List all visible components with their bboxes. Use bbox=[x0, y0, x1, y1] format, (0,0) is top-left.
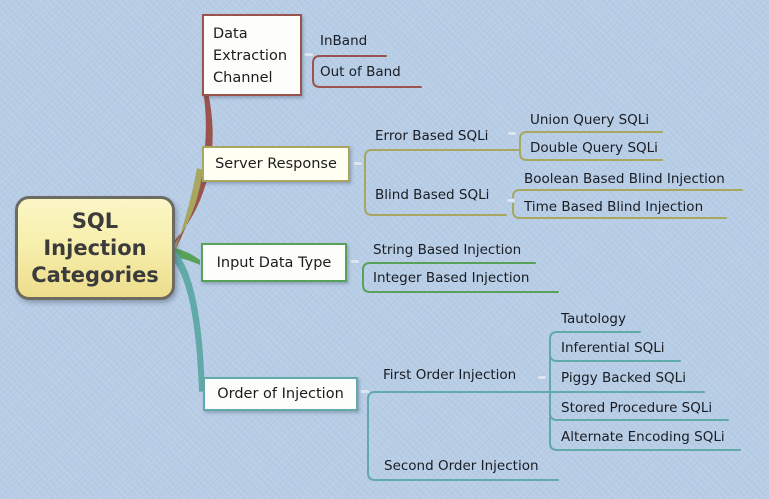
bracket-server-response-children bbox=[364, 149, 521, 216]
label-integer-based-injection[interactable]: Integer Based Injection bbox=[373, 270, 530, 286]
topic-line: Channel bbox=[213, 70, 273, 86]
underline-stored-procedure-sqli bbox=[549, 412, 729, 421]
label-inferential-sqli[interactable]: Inferential SQLi bbox=[561, 340, 665, 356]
topic-line: Data bbox=[213, 26, 248, 42]
branch-curve-order-of-injection bbox=[172, 249, 205, 392]
root-topic-line: Categories bbox=[31, 262, 159, 287]
topic-label: Order of Injection bbox=[217, 386, 344, 402]
topic-line: Extraction bbox=[213, 48, 288, 64]
label-double-query-sqli[interactable]: Double Query SQLi bbox=[530, 140, 658, 156]
label-piggy-backed-sqli[interactable]: Piggy Backed SQLi bbox=[561, 370, 686, 386]
label-alternate-encoding-sqli[interactable]: Alternate Encoding SQLi bbox=[561, 429, 725, 445]
collapse-handle[interactable] bbox=[506, 198, 516, 203]
topic-order-of-injection[interactable]: Order of Injection bbox=[203, 377, 358, 411]
label-stored-procedure-sqli[interactable]: Stored Procedure SQLi bbox=[561, 400, 713, 416]
label-error-based-sqli[interactable]: Error Based SQLi bbox=[375, 128, 489, 144]
underline-inferential-sqli bbox=[549, 353, 681, 362]
collapse-handle[interactable] bbox=[350, 259, 360, 264]
bracket-input-data-type-children bbox=[362, 262, 559, 293]
topic-server-response[interactable]: Server Response bbox=[202, 146, 350, 182]
branch-curve-input-data-type bbox=[174, 248, 200, 265]
branch-curve-server-response bbox=[174, 168, 203, 254]
label-string-based-injection[interactable]: String Based Injection bbox=[373, 242, 522, 258]
bracket-order-of-injection-children bbox=[367, 391, 559, 481]
root-topic-line: SQL bbox=[71, 208, 119, 233]
label-out-of-band[interactable]: Out of Band bbox=[320, 64, 401, 80]
collapse-handle[interactable] bbox=[537, 375, 547, 380]
label-time-based-blind[interactable]: Time Based Blind Injection bbox=[524, 199, 704, 215]
collapse-handle[interactable] bbox=[507, 131, 517, 136]
topic-label: Input Data Type bbox=[216, 254, 332, 271]
label-first-order-injection[interactable]: First Order Injection bbox=[383, 367, 517, 383]
label-union-query-sqli[interactable]: Union Query SQLi bbox=[530, 112, 650, 128]
collapse-handle[interactable] bbox=[353, 161, 363, 166]
bracket-data-extraction-children bbox=[312, 55, 422, 88]
label-tautology[interactable]: Tautology bbox=[561, 311, 626, 327]
label-inband[interactable]: InBand bbox=[320, 33, 368, 49]
collapse-handle[interactable] bbox=[360, 389, 370, 394]
topic-label: Server Response bbox=[215, 156, 337, 172]
root-topic-line: Injection bbox=[43, 235, 147, 260]
bracket-error-based-children bbox=[519, 131, 663, 161]
collapse-handle[interactable] bbox=[304, 52, 314, 57]
topic-input-data-type[interactable]: Input Data Type bbox=[201, 243, 347, 282]
label-blind-based-sqli[interactable]: Blind Based SQLi bbox=[375, 187, 490, 203]
label-boolean-based-blind[interactable]: Boolean Based Blind Injection bbox=[524, 171, 725, 187]
bracket-blind-based-children bbox=[512, 189, 743, 219]
topic-data-extraction-channel[interactable]: Data Extraction Channel bbox=[202, 14, 302, 96]
label-second-order-injection[interactable]: Second Order Injection bbox=[384, 458, 539, 474]
root-topic[interactable]: SQL Injection Categories bbox=[15, 196, 175, 300]
